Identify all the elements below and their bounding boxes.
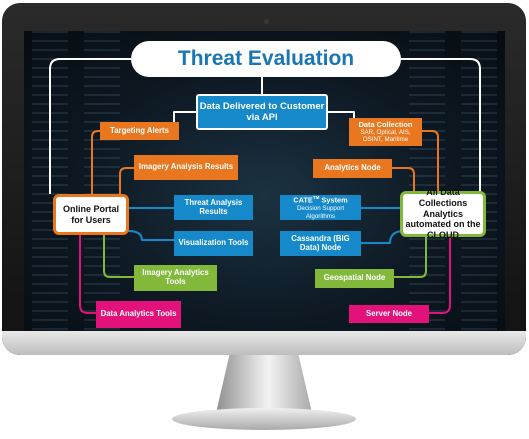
cassandra-node: Cassandra (BIG Data) Node [280, 231, 361, 256]
cate-prefix: CATE [293, 195, 313, 205]
visualization-tools-node: Visualization Tools [174, 231, 253, 256]
connector-line [392, 167, 415, 194]
imagery-analytics-tools-node: Imagery Analytics Tools [134, 265, 217, 291]
cate-suffix: System [321, 195, 348, 205]
threat-analysis-results-node: Threat Analysis Results [174, 195, 253, 220]
data-collection-node: Data Collection SAR, Optical, AIS, OSINT… [349, 118, 422, 146]
analytics-node: Analytics Node [313, 159, 392, 178]
monitor-chin [2, 331, 526, 355]
cloud-analytics-node: All Data Collections Analytics automated… [400, 187, 486, 240]
server-rack-bg [84, 31, 120, 331]
cate-system-node: CATETM System Decision Support Algorithm… [280, 195, 361, 220]
connector-line [79, 235, 96, 314]
data-analytics-tools-node: Data Analytics Tools [96, 301, 181, 328]
data-collection-sources: SAR, Optical, AIS, OSINT, Maritime [360, 129, 411, 144]
monitor-stand-neck [216, 355, 312, 413]
targeting-alerts-node: Targeting Alerts [100, 122, 179, 140]
geospatial-node: Geospatial Node [315, 269, 394, 288]
connector-line [127, 230, 174, 241]
screen: Threat Evaluation Data Delivered to Cust… [24, 31, 505, 331]
imagery-analysis-results-node: Imagery Analysis Results [134, 155, 238, 180]
monitor-stand-base [172, 408, 356, 430]
connector-lines [49, 58, 481, 314]
server-node: Server Node [349, 305, 429, 323]
api-delivery-node: Data Delivered to Customer via API [196, 94, 328, 130]
data-collection-label: Data Collection [358, 119, 413, 129]
cate-system-label: CATETM System [293, 195, 347, 205]
connector-line [361, 230, 405, 244]
diagram-title: Threat Evaluation [131, 41, 401, 77]
camera-icon [264, 19, 269, 24]
cate-system-sub: Decision Support Algorithms [296, 205, 345, 220]
connector-line [91, 130, 100, 194]
connector-line [103, 235, 134, 278]
connector-line [49, 58, 131, 194]
online-portal-node: Online Portal for Users [53, 194, 129, 235]
trademark-mark: TM [312, 195, 320, 201]
connector-line [401, 58, 481, 194]
connector-line [394, 235, 427, 278]
connector-line [119, 167, 134, 194]
connector-line [422, 130, 439, 194]
connector-line [429, 235, 451, 314]
